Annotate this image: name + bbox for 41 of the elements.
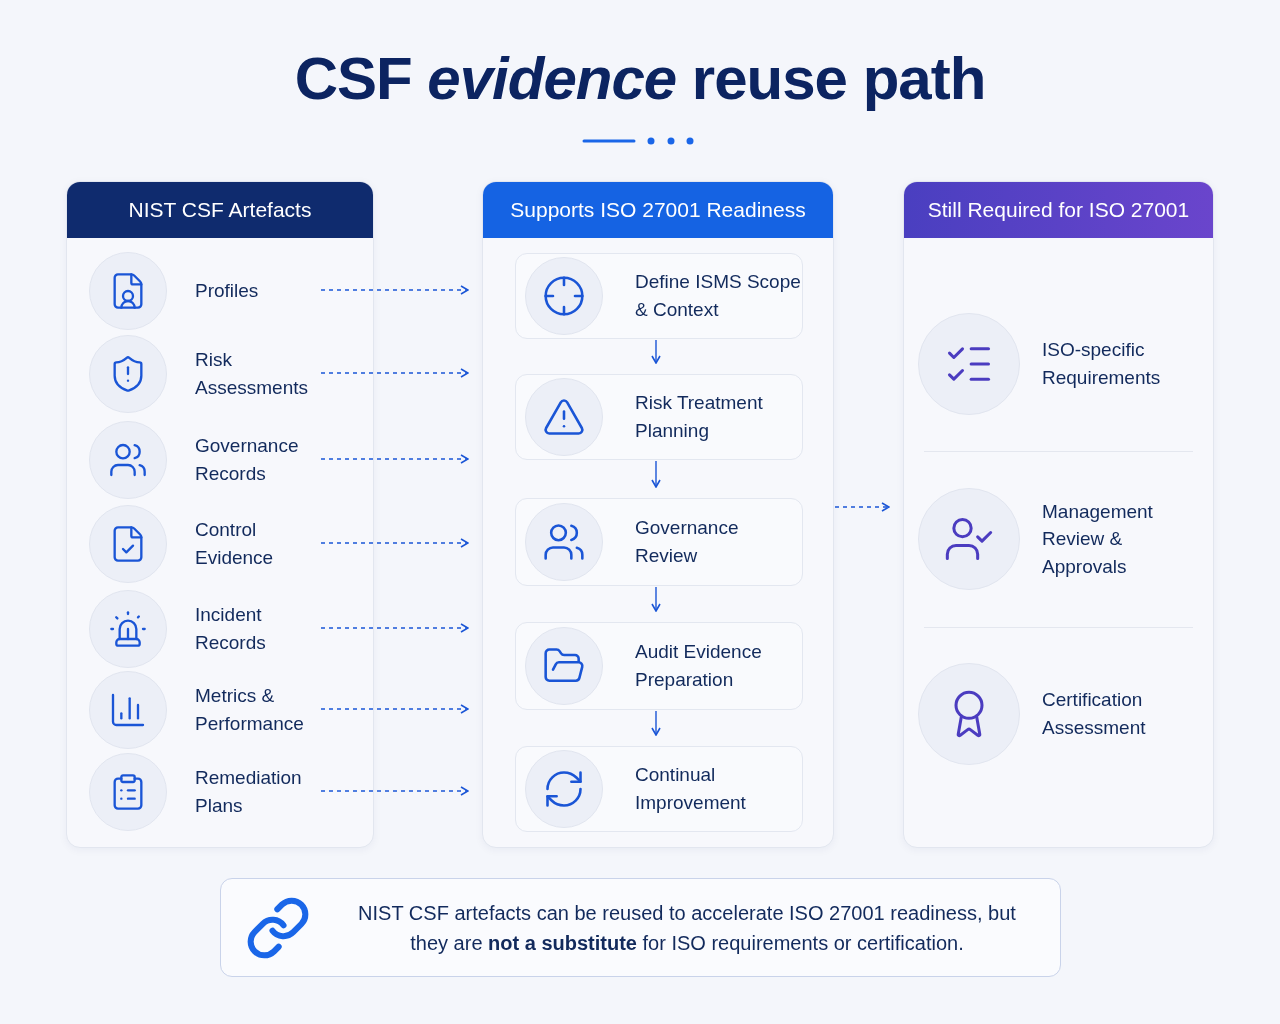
- step-card: [515, 374, 803, 460]
- item-label: Profiles: [195, 279, 259, 304]
- title: CSF evidence reuse path: [293, 44, 987, 113]
- column-header: NIST CSF Artefacts: [67, 182, 373, 238]
- arrow: [834, 502, 890, 512]
- column-header: Supports ISO 27001 Readiness: [483, 182, 833, 238]
- step-label: Risk Treatment Planning: [635, 391, 764, 443]
- step-label: Governance Review: [635, 516, 740, 568]
- arrow: [320, 704, 469, 714]
- arrow: [651, 586, 661, 612]
- item-label: Remediation Plans: [195, 766, 303, 818]
- item-label: Management Review & Approvals: [1042, 499, 1154, 579]
- note-text: NIST CSF artefacts can be reused to accelerate ISO 27001 readiness, but they are not a substitute for ISO requirements or certification.: [357, 900, 1017, 956]
- step-card: [515, 253, 803, 339]
- item-label: ISO-specific Requirements: [1042, 338, 1162, 390]
- column-panel: [66, 181, 374, 848]
- arrow: [651, 710, 661, 736]
- column-panel: [482, 181, 834, 848]
- step-card: [515, 498, 803, 586]
- step-label: Define ISMS Scope & Context: [635, 270, 802, 322]
- step-card: [515, 746, 803, 832]
- item-label: Incident Records: [195, 603, 267, 655]
- step-card: [515, 622, 803, 710]
- arrow: [651, 339, 661, 364]
- item-label: Metrics & Performance: [195, 684, 305, 736]
- arrow: [320, 623, 469, 633]
- arrow: [320, 285, 469, 295]
- item-label: Governance Records: [195, 434, 300, 486]
- arrow: [320, 454, 469, 464]
- column-panel: [903, 181, 1214, 848]
- arrow: [651, 460, 661, 488]
- column-header: Still Required for ISO 27001: [904, 182, 1213, 238]
- item-label: Control Evidence: [195, 518, 275, 570]
- item-label: Certification Assessment: [1042, 688, 1147, 740]
- arrow: [320, 786, 469, 796]
- step-label: Audit Evidence Preparation: [635, 640, 763, 692]
- arrow: [320, 368, 469, 378]
- step-label: Continual Improvement: [635, 763, 747, 815]
- note-box: [220, 878, 1061, 977]
- item-label: Risk Assessments: [195, 348, 309, 400]
- arrow: [320, 538, 469, 548]
